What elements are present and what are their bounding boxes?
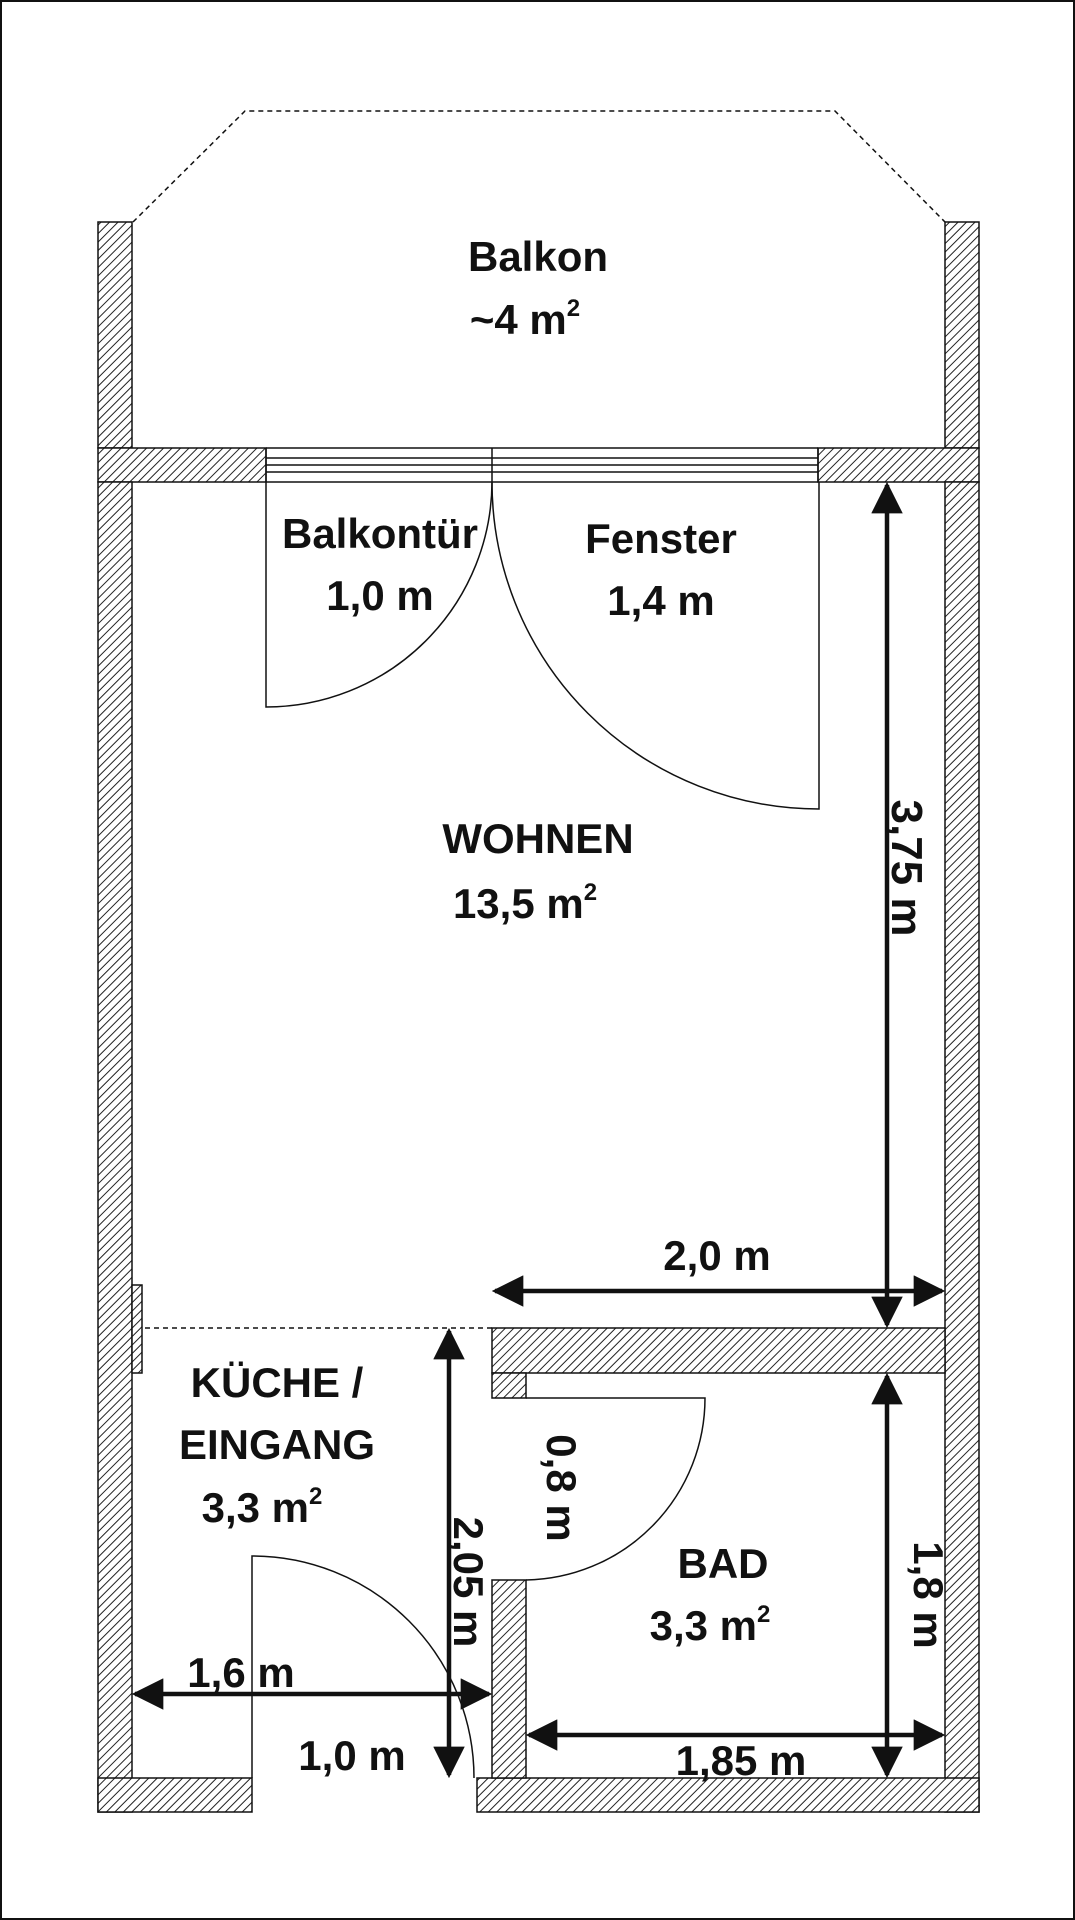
outer-wall-left xyxy=(97,481,133,1813)
kueche-area: 3,3 m2 xyxy=(202,1483,323,1531)
dimension-lines xyxy=(131,481,946,1779)
door-swings xyxy=(251,481,820,1779)
kueche-name-line2: EINGANG xyxy=(179,1421,375,1468)
dim-bad-door: 0,8 m xyxy=(538,1434,585,1541)
kitchen-wall-element xyxy=(131,1284,143,1374)
balkontuer-name: Balkontür xyxy=(282,510,478,557)
fenster-width: 1,4 m xyxy=(607,577,714,624)
dim-wohnen-width: 2,0 m xyxy=(663,1232,770,1279)
dim-wohnen-height: 3,75 m xyxy=(882,800,931,937)
bad-area: 3,3 m2 xyxy=(650,1601,771,1649)
balcony-wall-right xyxy=(944,221,980,449)
dim-entrance-door: 1,0 m xyxy=(298,1732,405,1779)
bottom-wall-right xyxy=(476,1777,980,1813)
bad-name: BAD xyxy=(678,1540,769,1587)
entrance-door-swing xyxy=(251,1555,475,1779)
balcony-wall-left xyxy=(97,221,133,449)
dim-kueche-height: 2,05 m xyxy=(445,1517,492,1648)
wohnen-area: 13,5 m2 xyxy=(453,879,597,927)
window-frame xyxy=(265,447,819,483)
wohnen-name: WOHNEN xyxy=(442,815,633,862)
bath-wall-left-lower xyxy=(491,1579,527,1779)
bottom-wall-left xyxy=(97,1777,253,1813)
bath-door-swing xyxy=(525,1397,706,1581)
window-swing xyxy=(491,481,820,810)
balcony-door-swing xyxy=(265,481,493,708)
balkon-area: ~4 m2 xyxy=(470,295,580,343)
top-wall-left xyxy=(97,447,267,483)
balkontuer-width: 1,0 m xyxy=(326,572,433,619)
dim-bad-width: 1,85 m xyxy=(676,1737,807,1784)
bath-wall-top xyxy=(491,1327,946,1374)
walls xyxy=(97,221,980,1813)
balcony-outline xyxy=(132,110,946,223)
dim-bad-height: 1,8 m xyxy=(905,1541,952,1648)
top-wall-right xyxy=(817,447,980,483)
balkon-name: Balkon xyxy=(468,233,608,280)
bath-wall-left-upper xyxy=(491,1372,527,1399)
fenster-name: Fenster xyxy=(585,515,737,562)
dim-kueche-width: 1,6 m xyxy=(187,1649,294,1696)
kueche-name-line1: KÜCHE / xyxy=(191,1359,364,1406)
